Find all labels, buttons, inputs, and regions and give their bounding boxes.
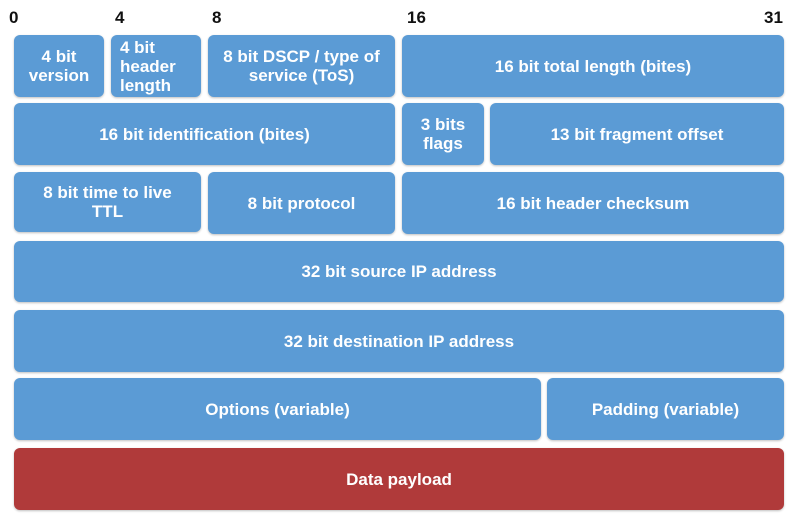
bit-label-31: 31 xyxy=(764,8,783,27)
data-payload-field: Data payload xyxy=(14,448,784,510)
flags-field: 3 bits flags xyxy=(402,103,484,165)
dscp-tos-field: 8 bit DSCP / type of service (ToS) xyxy=(208,35,395,97)
fragment-offset-field: 13 bit fragment offset xyxy=(490,103,784,165)
bit-label-16: 16 xyxy=(407,8,426,27)
protocol-field: 8 bit protocol xyxy=(208,172,395,234)
header-checksum-field: 16 bit header checksum xyxy=(402,172,784,234)
padding-field: Padding (variable) xyxy=(547,378,784,440)
bit-label-4: 4 xyxy=(115,8,125,27)
header-length-field: 4 bit header length xyxy=(111,35,201,97)
ttl-field: 8 bit time to live TTL xyxy=(14,172,201,232)
bit-label-0: 0 xyxy=(9,8,19,27)
version-field: 4 bit version xyxy=(14,35,104,97)
source-ip-field: 32 bit source IP address xyxy=(14,241,784,302)
identification-field: 16 bit identification (bites) xyxy=(14,103,395,165)
total-length-field: 16 bit total length (bites) xyxy=(402,35,784,97)
destination-ip-field: 32 bit destination IP address xyxy=(14,310,784,372)
bit-label-8: 8 xyxy=(212,8,222,27)
options-field: Options (variable) xyxy=(14,378,541,440)
